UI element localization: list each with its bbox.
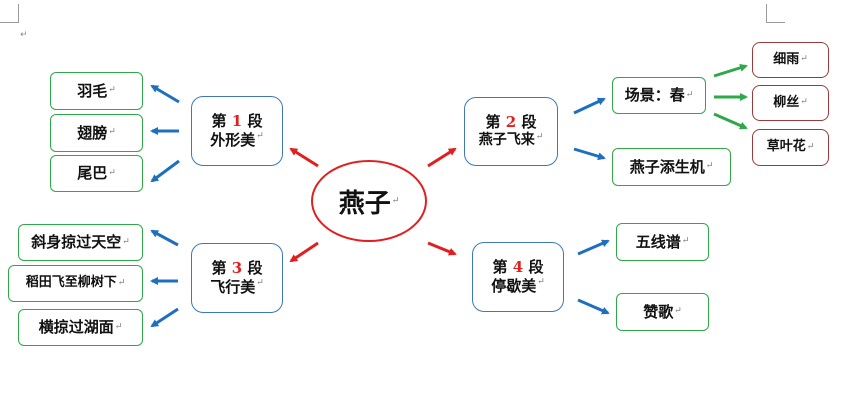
paragraph-mark: ↵ [108, 85, 116, 96]
section-2-sub-item-3: 草叶花↵ [752, 129, 829, 166]
arrow-s2-item-1 [573, 97, 606, 115]
item-label: 尾巴 [77, 164, 108, 183]
item-label: 翅膀 [77, 123, 108, 142]
section-suffix: 段 [247, 112, 263, 131]
paragraph-mark: ↵ [681, 236, 690, 247]
paragraph-mark: ↵ [800, 54, 808, 65]
section-prefix: 第 [485, 113, 501, 132]
section-2-sub-item-1: 细雨↵ [752, 42, 829, 78]
paragraph-mark: ↵ [674, 306, 682, 317]
item-label: 燕子添生机 [629, 157, 705, 176]
paragraph-mark: ↵ [108, 167, 116, 178]
paragraph-mark: ↵ [685, 89, 694, 100]
arrow-center-to-section-2 [427, 147, 457, 168]
paragraph-mark: ↵ [108, 127, 116, 138]
item-label: 稻田飞至柳树下 [25, 275, 117, 291]
arrow-center-to-section-4 [427, 241, 457, 256]
section-theme: 燕子飞来 [478, 132, 535, 149]
paragraph-mark: ↵ [256, 278, 264, 288]
section-suffix: 段 [247, 259, 263, 278]
paragraph-mark: ↵ [535, 132, 544, 143]
section-2-node: 第 2 段 燕子飞来↵ [464, 97, 558, 166]
paragraph-mark: ↵ [705, 161, 714, 172]
paragraph-mark: ↵ [800, 97, 808, 108]
section-prefix: 第 [211, 259, 227, 278]
section-1-item-3: 尾巴↵ [50, 155, 143, 192]
item-label: 赞歌 [643, 302, 674, 321]
arrow-s2-item-2 [573, 147, 606, 161]
section-1-item-2: 翅膀↵ [50, 114, 143, 152]
section-4-item-2: 赞歌↵ [616, 293, 709, 331]
arrow-s4-item-2 [577, 298, 610, 315]
section-suffix: 段 [521, 113, 537, 132]
section-suffix: 段 [528, 258, 544, 277]
section-1-node: 第 1 段 外形美↵ [191, 96, 283, 166]
paragraph-mark: ↵ [256, 131, 264, 141]
paragraph-mark: ↵ [537, 277, 545, 287]
paragraph-mark: ↵ [391, 196, 400, 206]
central-topic-label: 燕子 [338, 188, 391, 219]
item-label: 场景：春 [624, 86, 685, 105]
sub-item-label: 柳丝 [773, 94, 800, 110]
section-3-node: 第 3 段 飞行美↵ [191, 243, 283, 313]
arrow-s2-sub-3 [713, 112, 748, 130]
section-theme: 飞行美 [210, 278, 256, 296]
section-2-item-1: 场景：春↵ [612, 77, 706, 114]
section-theme: 外形美 [210, 131, 256, 149]
section-3-item-1: 斜身掠过天空↵ [18, 224, 143, 261]
section-4-item-1: 五线谱↵ [616, 223, 709, 261]
page-corner-mark-left [0, 4, 19, 23]
item-label: 斜身掠过天空 [31, 233, 122, 252]
arrow-s1-item-1 [150, 84, 180, 104]
section-3-item-3: 横掠过湖面↵ [18, 309, 143, 346]
section-3-item-2: 稻田飞至柳树下↵ [8, 265, 143, 302]
paragraph-mark: ↵ [806, 141, 815, 152]
paragraph-mark: ↵ [122, 236, 130, 247]
paragraph-mark: ↵ [114, 321, 123, 332]
arrow-s3-item-1 [150, 229, 179, 247]
section-2-sub-item-2: 柳丝↵ [752, 85, 829, 121]
arrow-center-to-section-1 [289, 147, 319, 168]
section-number: 3 [231, 259, 243, 278]
sub-item-label: 草叶花 [766, 139, 806, 155]
section-prefix: 第 [492, 258, 508, 277]
arrow-s1-item-3 [150, 159, 180, 183]
section-1-item-1: 羽毛↵ [50, 72, 143, 110]
section-number: 1 [231, 112, 243, 131]
section-4-node: 第 4 段 停歇美↵ [472, 242, 564, 312]
arrow-s3-item-3 [150, 307, 179, 328]
page-corner-mark-right [766, 4, 785, 23]
arrow-center-to-section-3 [289, 241, 319, 263]
item-label: 横掠过湖面 [38, 318, 114, 337]
section-theme: 停歇美 [491, 277, 537, 295]
paragraph-mark: ↵ [117, 277, 126, 288]
item-label: 羽毛 [77, 81, 108, 100]
section-2-item-2: 燕子添生机↵ [612, 148, 731, 186]
section-number: 2 [505, 113, 517, 132]
section-number: 4 [512, 258, 524, 277]
section-prefix: 第 [211, 112, 227, 131]
sub-item-label: 细雨 [773, 51, 800, 67]
central-topic: 燕子↵ [311, 160, 427, 242]
arrow-s4-item-1 [577, 239, 610, 256]
item-label: 五线谱 [635, 232, 681, 251]
paragraph-mark: ↵ [20, 30, 28, 40]
arrow-s2-sub-1 [713, 63, 748, 78]
